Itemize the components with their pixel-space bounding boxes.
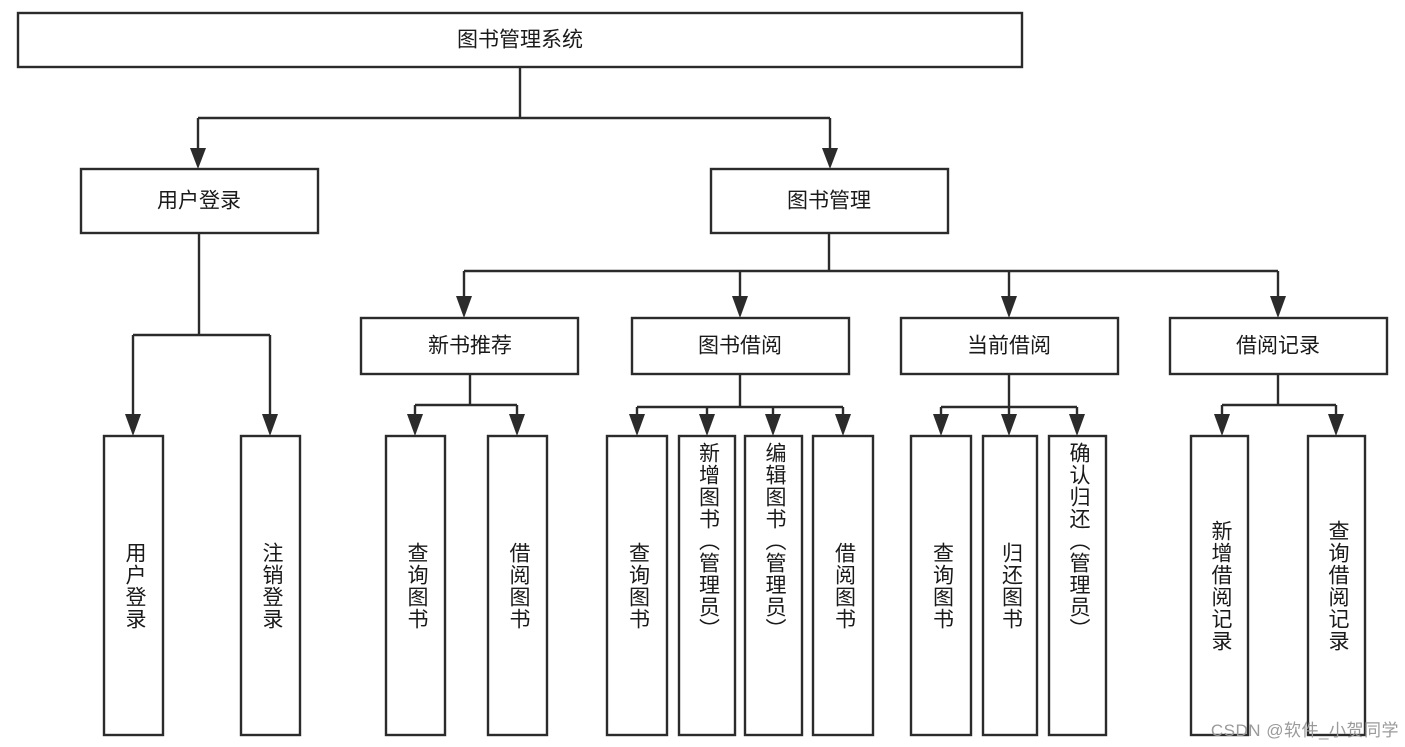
connector-current-borrow-to-leaves — [933, 374, 1085, 436]
node-label: 当前借阅 — [967, 335, 1051, 358]
arrow-head-icon — [1001, 296, 1017, 318]
leaf-box-edit-book[interactable] — [743, 434, 804, 737]
node-book-borrow[interactable]: 图书借阅 — [630, 316, 851, 376]
node-label: 新书推荐 — [428, 335, 512, 358]
arrow-head-icon — [509, 414, 525, 436]
node-label: 图书借阅 — [698, 335, 782, 358]
node-box — [630, 316, 851, 376]
arrow-head-icon — [262, 414, 278, 436]
node-box — [709, 167, 950, 235]
leaf-box-add-record[interactable] — [1189, 434, 1250, 737]
arrow-head-icon — [456, 296, 472, 318]
arrow-head-icon — [835, 414, 851, 436]
node-box — [1168, 316, 1389, 376]
leaf-box-logout[interactable] — [239, 434, 302, 737]
leaf-box-query-book-new[interactable] — [384, 434, 447, 737]
arrow-head-icon — [1069, 414, 1085, 436]
connector-new-book-to-leaves — [407, 374, 525, 436]
leaf-box-user-login[interactable] — [102, 434, 165, 737]
arrow-head-icon — [699, 414, 715, 436]
connector-borrow-record-to-leaves — [1214, 374, 1344, 436]
node-box — [16, 11, 1024, 69]
connector-book-management-to-level3 — [456, 233, 1286, 318]
arrow-head-icon — [1001, 414, 1017, 436]
arrow-head-icon — [933, 414, 949, 436]
leaf-box-query-book-borrow[interactable] — [605, 434, 669, 737]
connector-user-login-to-leaves — [125, 233, 278, 436]
arrow-head-icon — [1270, 296, 1286, 318]
node-box — [899, 316, 1120, 376]
leaf-box-confirm-return[interactable] — [1047, 434, 1108, 737]
watermark: CSDN @软件_小贺同学 — [1210, 721, 1399, 740]
arrow-head-icon — [190, 148, 206, 169]
node-label: 图书管理系统 — [457, 29, 583, 52]
leaf-box-query-book-current[interactable] — [909, 434, 973, 737]
leaf-box-borrow-book[interactable] — [811, 434, 875, 737]
node-label: 图书管理 — [787, 190, 871, 213]
arrow-head-icon — [732, 296, 748, 318]
arrow-head-icon — [629, 414, 645, 436]
connector-book-borrow-to-leaves — [629, 374, 851, 436]
node-book-management[interactable]: 图书管理 — [709, 167, 950, 235]
arrow-head-icon — [1214, 414, 1230, 436]
leaf-box-borrow-book-new[interactable] — [486, 434, 549, 737]
arrow-head-icon — [125, 414, 141, 436]
arrow-head-icon — [1328, 414, 1344, 436]
node-box — [359, 316, 580, 376]
arrow-head-icon — [822, 148, 838, 169]
node-label: 借阅记录 — [1236, 335, 1320, 358]
arrow-head-icon — [765, 414, 781, 436]
node-user-login[interactable]: 用户登录 — [79, 167, 320, 235]
arrow-head-icon — [407, 414, 423, 436]
node-borrow-record[interactable]: 借阅记录 — [1168, 316, 1389, 376]
leaf-box-query-record[interactable] — [1306, 434, 1367, 737]
node-current-borrow[interactable]: 当前借阅 — [899, 316, 1120, 376]
node-new-book-recommend[interactable]: 新书推荐 — [359, 316, 580, 376]
node-label: 用户登录 — [157, 190, 241, 213]
leaf-box-add-book[interactable] — [677, 434, 737, 737]
node-root[interactable]: 图书管理系统 — [16, 11, 1024, 69]
connector-root-to-level2 — [190, 67, 838, 169]
leaf-box-return-book[interactable] — [981, 434, 1039, 737]
